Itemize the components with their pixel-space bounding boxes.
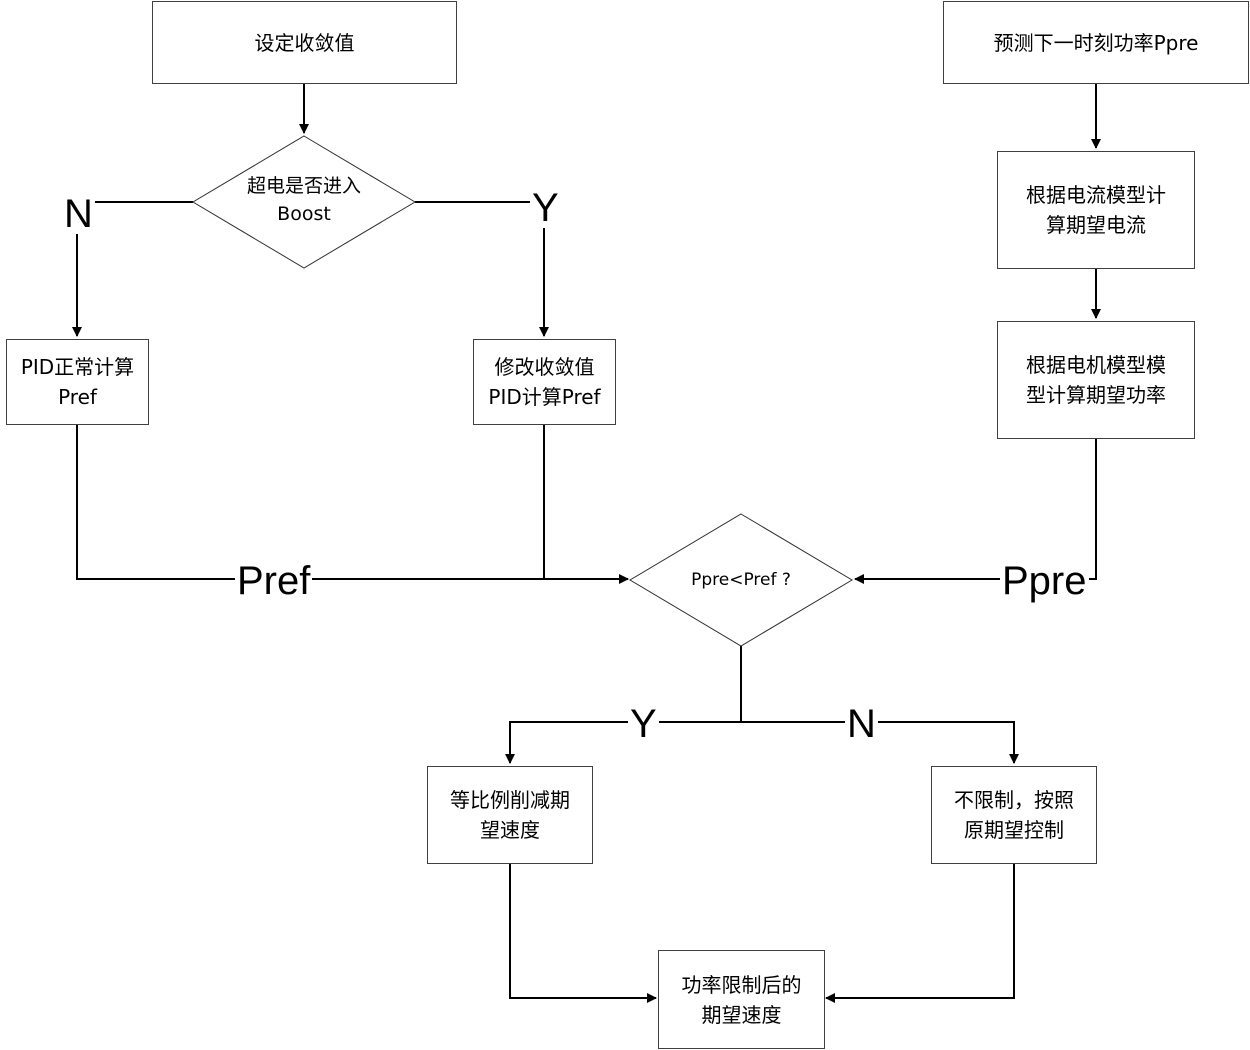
motor-model-line1: 根据电机模型模 [1026, 353, 1166, 377]
boost-decision-text: 超电是否进入 Boost [193, 170, 415, 230]
compare-decision-diamond [629, 513, 853, 647]
pid-modified-line2: PID计算Pref [488, 385, 601, 409]
boost-yes-label: Y [530, 186, 561, 230]
scale-down-node: 等比例削减期 望速度 [427, 766, 593, 864]
edge-motor-to-compare [854, 438, 1097, 584]
motor-model-line2: 型计算期望功率 [1026, 383, 1166, 407]
edge-pid-normal-to-compare [76, 425, 629, 584]
compare-no-label: N [845, 702, 878, 746]
pid-normal-line1: PID正常计算 [20, 355, 135, 379]
pref-label: Pref [235, 559, 313, 603]
result-line1: 功率限制后的 [681, 972, 802, 997]
compare-yes-label: Y [628, 702, 659, 746]
no-limit-line1: 不限制，按照 [954, 788, 1074, 812]
no-limit-node: 不限制，按照 原期望控制 [931, 766, 1097, 864]
boost-decision-line2: Boost [277, 203, 331, 225]
no-limit-line2: 原期望控制 [964, 818, 1064, 842]
ppre-label: Ppre [1000, 559, 1089, 603]
current-model-node: 根据电流模型计 算期望电流 [997, 151, 1195, 269]
result-line2: 期望速度 [701, 1002, 782, 1027]
current-model-line2: 算期望电流 [1046, 213, 1146, 237]
set-convergence-text: 设定收敛值 [254, 30, 355, 55]
pid-normal-node: PID正常计算 Pref [6, 339, 149, 425]
pid-modified-node: 修改收敛值 PID计算Pref [473, 339, 616, 425]
edge-scale-to-result [509, 864, 657, 1003]
result-node: 功率限制后的 期望速度 [658, 950, 825, 1049]
boost-decision-diamond [192, 135, 416, 269]
predict-power-node: 预测下一时刻功率Ppre [943, 1, 1249, 84]
current-model-line1: 根据电流模型计 [1026, 183, 1166, 207]
boost-no-label: N [62, 192, 95, 236]
edge-compare-yes [505, 721, 741, 764]
motor-model-node: 根据电机模型模 型计算期望功率 [997, 321, 1195, 439]
edge-nolimit-to-result [825, 864, 1015, 1003]
predict-power-text: 预测下一时刻功率Ppre [993, 30, 1199, 55]
pid-modified-line1: 修改收敛值 [494, 355, 595, 379]
edge-compare-no [741, 721, 1019, 764]
scale-down-line1: 等比例削减期 [450, 788, 570, 812]
pid-normal-line2: Pref [58, 385, 97, 409]
edge-boost-yes [415, 201, 549, 337]
compare-decision-label: Ppre<Pref ? [691, 570, 791, 590]
set-convergence-node: 设定收敛值 [152, 1, 457, 84]
scale-down-line2: 望速度 [480, 818, 540, 842]
boost-decision-line1: 超电是否进入 [246, 175, 361, 197]
compare-decision-text: Ppre<Pref ? [630, 565, 852, 595]
